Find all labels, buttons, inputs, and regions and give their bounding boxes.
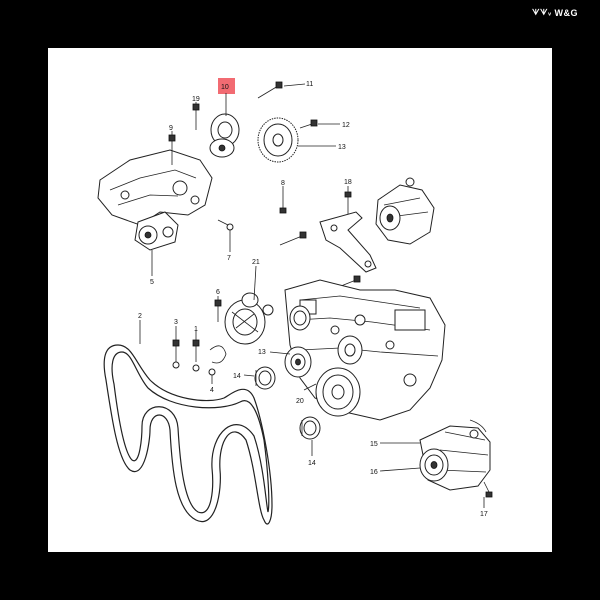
bolt-11 (257, 81, 283, 99)
support-bracket (319, 211, 377, 273)
bolt-8 (279, 196, 287, 214)
callout-6: 6 (216, 289, 220, 296)
callout-19: 19 (192, 96, 200, 103)
callout-3: 3 (174, 319, 178, 326)
bolt-17 (483, 481, 493, 498)
callout-9: 9 (169, 125, 173, 132)
serpentine-belt-2 (103, 344, 273, 525)
brand-mark: ᗐᗐᵥ (532, 8, 552, 17)
callout-14-lower: 14 (308, 460, 316, 467)
alternator-18 (375, 177, 435, 245)
bolt-3 (172, 339, 180, 369)
callout-4: 4 (210, 387, 214, 394)
callout-15: 15 (370, 441, 378, 448)
callout-17: 17 (480, 511, 488, 518)
mounting-bracket (97, 149, 213, 226)
engine-block (284, 279, 446, 421)
callout-7: 7 (227, 255, 231, 262)
bolt-18 (344, 191, 352, 214)
long-bolt-left (279, 231, 307, 246)
bolt-12 (299, 119, 318, 129)
bolt-6 (214, 299, 222, 322)
pulley-20 (315, 367, 361, 417)
callout-20: 20 (296, 398, 304, 405)
callout-8: 8 (281, 180, 285, 187)
callout-5: 5 (150, 279, 154, 286)
callout-12: 12 (342, 122, 350, 129)
tensioner-10 (209, 113, 240, 158)
leader-lines (139, 83, 485, 508)
callout-16: 16 (370, 469, 378, 476)
callout-21: 21 (252, 259, 260, 266)
callout-13-mid: 13 (258, 349, 266, 356)
clip-4 (208, 345, 227, 376)
pulley-13-mid (284, 346, 312, 378)
bolt-1 (192, 339, 200, 372)
callout-11: 11 (306, 81, 313, 88)
tensioner-21 (224, 292, 274, 345)
exploded-view-diagram: 10 19 9 11 12 13 8 18 7 5 21 6 2 3 1 13 … (97, 78, 493, 525)
callout-10: 10 (221, 84, 229, 91)
highlight-box (218, 78, 235, 94)
bolt-19 (192, 103, 200, 130)
pulley-5 (134, 211, 179, 251)
clutch-16 (419, 448, 449, 482)
pulley-13-top (257, 117, 299, 163)
bolt-7 (217, 219, 234, 231)
callout-2: 2 (138, 313, 142, 320)
brand-logo: ᗐᗐᵥ W&G (532, 8, 578, 18)
callout-18: 18 (344, 179, 352, 186)
pulley-engine-center (337, 335, 363, 365)
gasket (289, 305, 311, 331)
callout-13-top: 13 (338, 144, 346, 151)
brand-name: W&G (554, 8, 578, 18)
idler-14-upper (254, 366, 276, 390)
callout-14-upper: 14 (233, 373, 241, 380)
callout-1: 1 (194, 326, 198, 333)
idler-14-lower (299, 416, 321, 440)
diagram-panel: 10 19 9 11 12 13 8 18 7 5 21 6 2 3 1 13 … (48, 48, 552, 552)
